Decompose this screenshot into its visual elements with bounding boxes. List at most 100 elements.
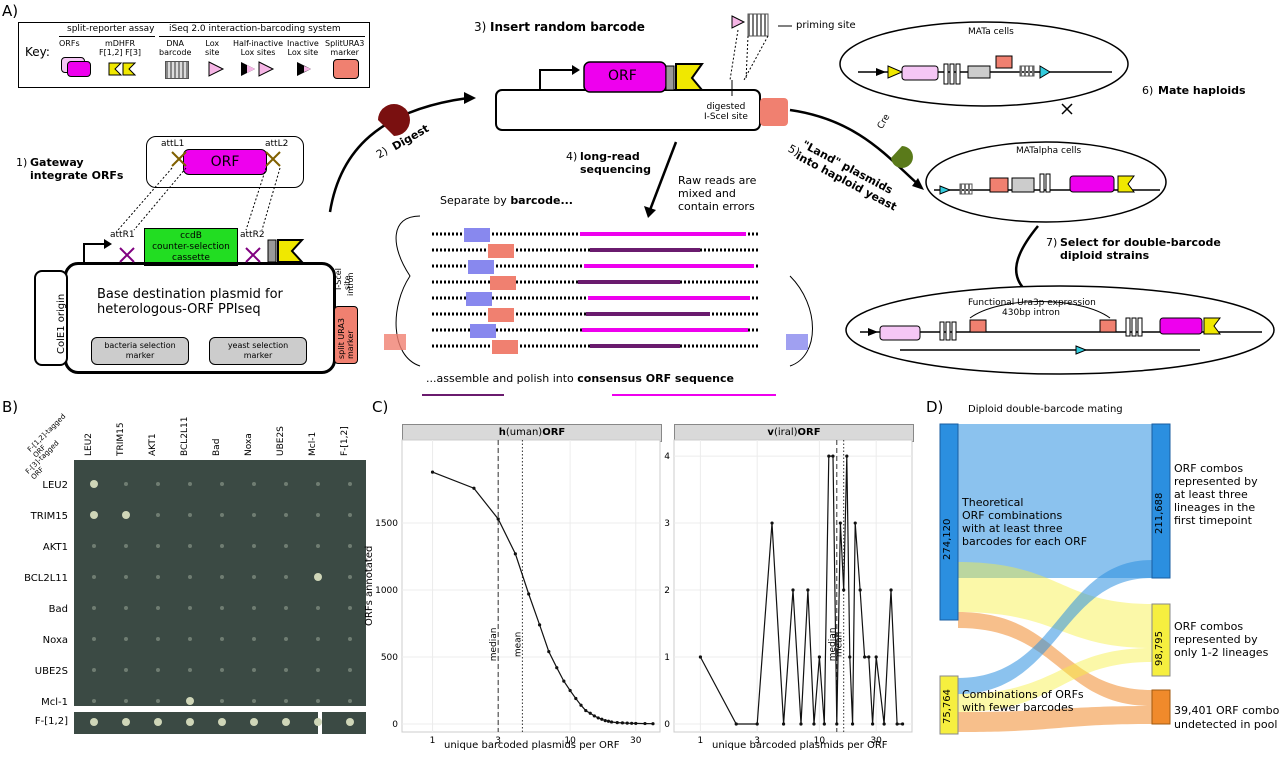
flow-blue-top [958,424,1152,578]
x-tick-label: 1 [430,736,436,746]
insert-orf-label: ORF [608,68,637,84]
data-point [853,521,857,525]
data-point [513,552,517,556]
right-top-label: ORF combos represented by at least three… [1174,462,1258,527]
step4-num: 4) [566,150,581,163]
key-item-barcode: DNA barcode [159,39,192,57]
colony [122,511,130,519]
data-point [588,711,592,715]
colony [92,606,96,610]
colony [252,575,256,579]
colony [124,482,128,486]
key-box: Key: split-reporter assay iSeq 2.0 inter… [18,22,370,88]
key-group-iseq: iSeq 2.0 interaction-barcoding system [169,24,341,34]
vline-label-mean: mean [835,632,845,658]
colony [284,544,288,548]
colony [124,637,128,641]
colony [316,637,320,641]
data-point [845,454,849,458]
colony [124,668,128,672]
viral-x-axis-label: unique barcoded plasmids per ORF [712,740,888,751]
half-lox-icon [241,61,275,77]
colony [156,575,160,579]
y-tick-label: 1000 [375,586,398,596]
human-title-end: ORF [542,427,566,438]
flow-orange-bottom [958,706,1152,732]
data-point [850,722,855,726]
y-tick-label: 0 [392,720,398,730]
attr1-label: attR1 [110,230,135,240]
right-bottom-value: 39,401 ORF combos [1174,704,1280,717]
split-ura3-marker: split URA3 marker [334,306,358,364]
data-point [698,655,703,659]
colony [348,606,352,610]
bacteria-marker: bacteria selection marker [91,337,189,365]
key-group-split: split-reporter assay [67,24,155,34]
cole1-origin: ColE1 origin [34,270,68,366]
data-point [799,722,803,726]
separate-text-bold: barcode... [510,194,573,207]
promoter-arrowhead [104,239,112,249]
data-point [643,721,647,726]
colony [284,699,288,703]
ccdb-cassette: ccdB counter-selection cassette [144,228,238,266]
yeast-plate-control-cell [322,712,366,734]
inactive-lox-icon [297,62,311,76]
node-right-bottom [1151,689,1171,725]
vline-label-mean: mean [513,632,523,658]
colony [186,718,194,726]
colony [92,668,96,672]
vline-label-median: median [828,628,838,662]
colony [284,513,288,517]
colony [92,699,96,703]
colony [124,699,128,703]
y-tick-label: 0 [664,720,670,730]
panel-d-label: D) [926,398,944,416]
key-label: Key: [25,45,50,59]
viral-title-end: ORF [797,427,821,438]
right-mid-label: ORF combos represented by only 1-2 linea… [1174,620,1269,659]
colony [284,637,288,641]
colony [220,668,224,672]
data-point [568,688,572,693]
colony [188,513,192,517]
yeast-marker: yeast selection marker [209,337,307,365]
colony [156,482,160,486]
colony [220,575,224,579]
assemble-text-bold: consensus ORF sequence [577,372,734,385]
entry-orf-label: ORF [210,154,240,170]
data-point [791,588,795,592]
left-top-value: 274,120 [942,518,953,560]
data-point [555,666,559,670]
colony [252,544,256,548]
data-point [496,517,500,521]
step6-num: 6) [1142,84,1157,97]
key-orf-icon-2 [67,61,91,77]
right-bottom-label: undetected in pool [1174,718,1278,731]
data-point [609,720,614,724]
data-point [430,470,435,474]
data-point [863,655,867,659]
data-point [812,722,816,726]
data-point [527,592,531,596]
data-point [537,623,542,627]
colony [220,606,224,610]
key-divider-2 [159,36,365,37]
colony [90,718,98,726]
x-tick-label: 30 [630,736,642,746]
colony [92,637,96,641]
step7-label: Select for double-barcode diploid strain… [1060,236,1221,262]
right-top-value: 211,688 [1154,492,1165,534]
key-item-splitura3: SplitURA3 marker [325,39,365,57]
data-point [770,521,774,525]
data-point [734,722,738,726]
row-label-4: Bad [48,604,68,615]
promoter-arrow [83,243,104,262]
intron-430-label: 430bp intron [1002,308,1060,318]
colony [156,606,160,610]
colony [252,637,256,641]
data-point [562,679,566,683]
data-point [874,655,878,659]
